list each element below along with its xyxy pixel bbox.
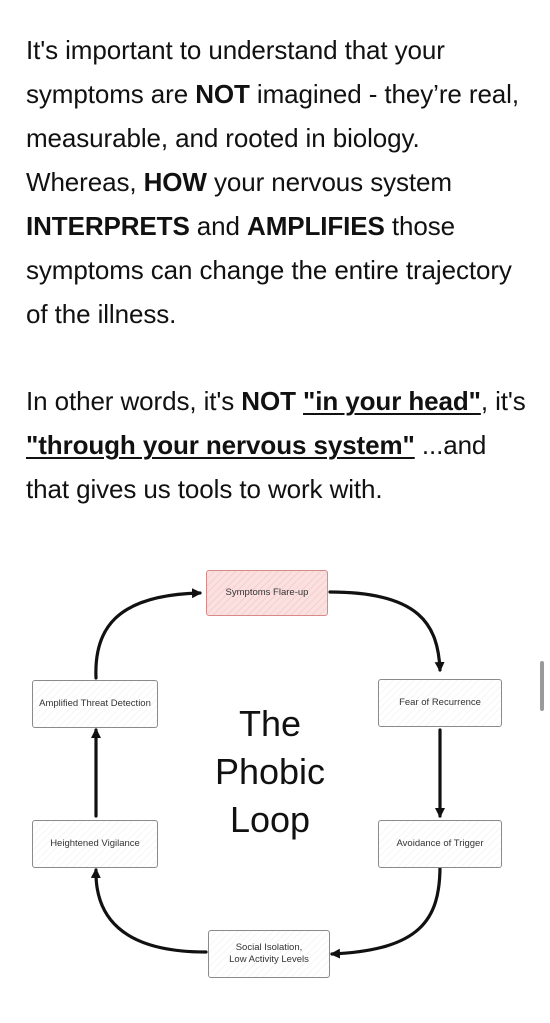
emphasis-not: NOT	[195, 79, 250, 109]
arrow-to-social-isolation	[330, 864, 442, 959]
emphasis-interprets: INTERPRETS	[26, 211, 190, 241]
text: , it's	[480, 386, 526, 416]
emphasis-how: HOW	[143, 167, 207, 197]
scrollbar-thumb[interactable]	[540, 661, 544, 711]
text: ...and that gives us tools to work with.	[26, 430, 487, 504]
node-amplified-threat-detection: Amplified Threat Detection	[32, 680, 158, 728]
arrow-to-heightened-vigilance	[90, 868, 208, 954]
paragraph-intro: It's important to understand that your s…	[26, 28, 531, 336]
arrow-to-symptoms-flare-up	[94, 588, 202, 680]
link-through-nervous-system[interactable]: "through your nervous system"	[26, 430, 415, 460]
link-in-your-head[interactable]: "in your head"	[303, 386, 481, 416]
text: those symptoms can change the entire tra…	[26, 211, 512, 329]
text: imagined - they’re real, measurable, and…	[26, 79, 519, 197]
node-fear-of-recurrence: Fear of Recurrence	[378, 679, 502, 727]
emphasis-not: NOT	[241, 386, 296, 416]
node-heightened-vigilance: Heightened Vigilance	[32, 820, 158, 868]
text: your nervous system	[206, 167, 452, 197]
text	[296, 386, 303, 416]
text: It's important to understand that your s…	[26, 35, 445, 109]
diagram-title: The Phobic Loop	[214, 703, 326, 840]
node-avoidance-of-trigger: Avoidance of Trigger	[378, 820, 502, 868]
phobic-loop-diagram: Symptoms Flare-up Fear of Recurrence Avo…	[20, 560, 530, 990]
paragraph-summary: In other words, it's NOT "in your head",…	[26, 379, 531, 511]
article-body: It's important to understand that your s…	[26, 28, 531, 511]
text: and	[189, 211, 248, 241]
arrow-to-fear-of-recurrence	[328, 590, 445, 672]
node-social-isolation: Social Isolation, Low Activity Levels	[208, 930, 330, 978]
text: In other words, it's	[26, 386, 242, 416]
node-symptoms-flare-up: Symptoms Flare-up	[206, 570, 328, 616]
loop-arrows	[90, 588, 445, 959]
emphasis-amplifies: AMPLIFIES	[247, 211, 385, 241]
